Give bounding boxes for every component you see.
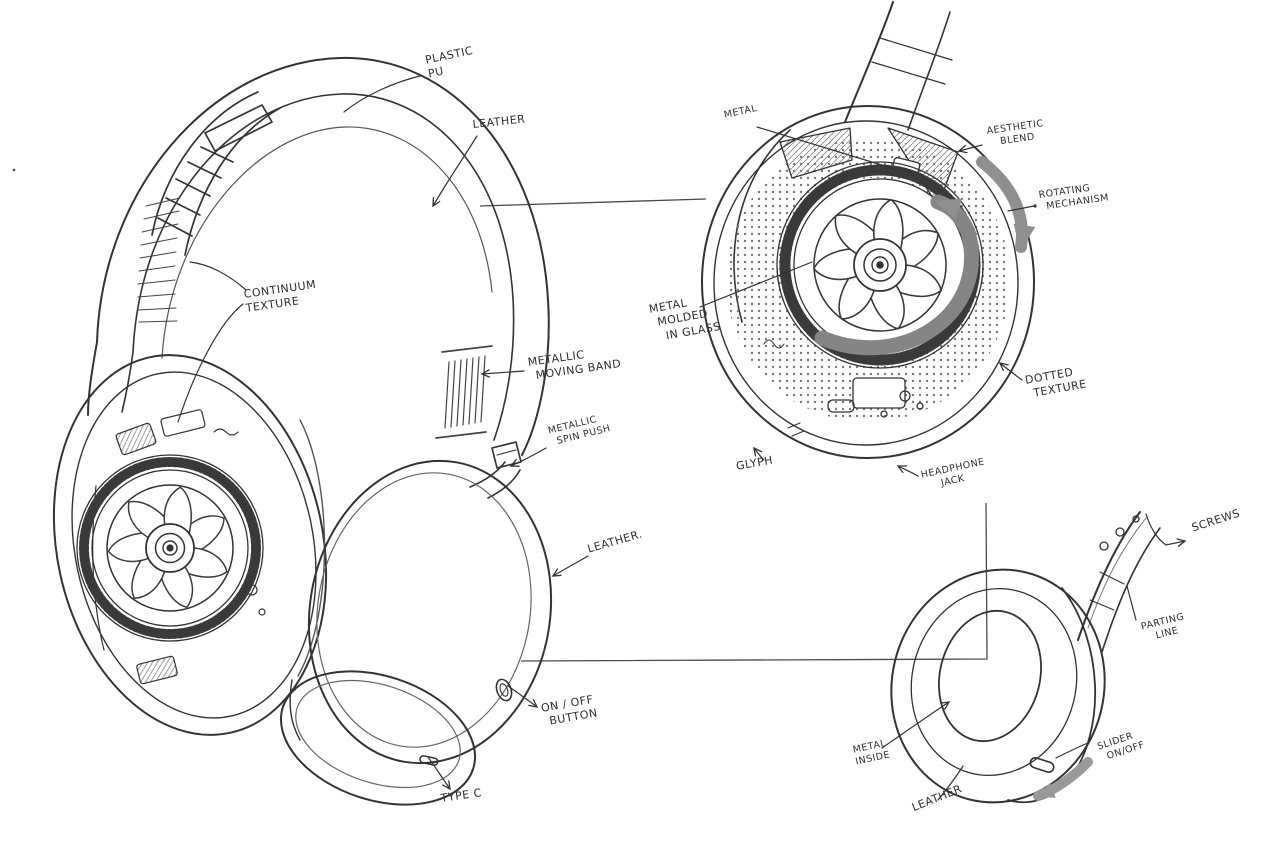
headband-strap [151, 91, 281, 256]
left-earcup [52, 354, 328, 736]
continuum-texture-strip [137, 197, 181, 323]
leader-type-c [427, 756, 450, 789]
right-earcup-shell [279, 459, 553, 806]
leader-metal-molded [699, 261, 813, 308]
rotation-arrows [814, 156, 1036, 356]
parting-line-mark [1087, 517, 1147, 629]
leader-dotted-texture [1000, 363, 1023, 381]
leader-continuum-texture [177, 303, 244, 423]
screw [1115, 527, 1125, 537]
leader-parting-line [1126, 585, 1137, 621]
leader-continuum-texture-2 [189, 261, 247, 291]
hinge-band [1077, 511, 1161, 653]
slider-direction-arrow [1033, 757, 1093, 801]
hinge-spin-push [469, 441, 522, 499]
leader-screws [1145, 513, 1185, 545]
type-c-port-shape [419, 755, 439, 766]
leader-glyph [754, 448, 765, 461]
leader-leather-pad [937, 765, 964, 801]
left-driver [76, 454, 264, 642]
on-off-button-shape [495, 678, 513, 702]
leader-metallic-spin-push [511, 447, 547, 466]
screw [1099, 541, 1109, 551]
leader-headphone-jack [898, 466, 919, 477]
leader-rotating-mechanism [1007, 205, 1035, 212]
leader-aesthetic-blend [959, 144, 983, 151]
leader-metal-inside [881, 702, 949, 749]
headband [87, 56, 550, 456]
screw [1132, 515, 1140, 523]
slider [1029, 742, 1093, 801]
leader-leather-headband [433, 135, 478, 206]
top-right-view-earcup-interior [701, 1, 1036, 459]
stray-mark [12, 168, 16, 172]
leader-on-off-button [507, 685, 537, 707]
left-view-headphones [52, 56, 553, 806]
leader-lines [177, 75, 1185, 801]
metallic-moving-band [435, 345, 493, 439]
glyph-marks [763, 339, 785, 349]
headphone-jack-slot [827, 399, 855, 413]
leader-metal [756, 126, 899, 171]
bottom-right-view-earpad [890, 511, 1161, 804]
rotation-arrow-inner [814, 194, 979, 356]
background-frame [479, 198, 988, 662]
leader-leather-earcup [553, 555, 589, 576]
leader-metallic-moving-band [482, 371, 525, 374]
rotation-arrow-outer [976, 156, 1036, 253]
leader-plastic-pu [343, 75, 421, 113]
ear-pad [890, 568, 1106, 804]
